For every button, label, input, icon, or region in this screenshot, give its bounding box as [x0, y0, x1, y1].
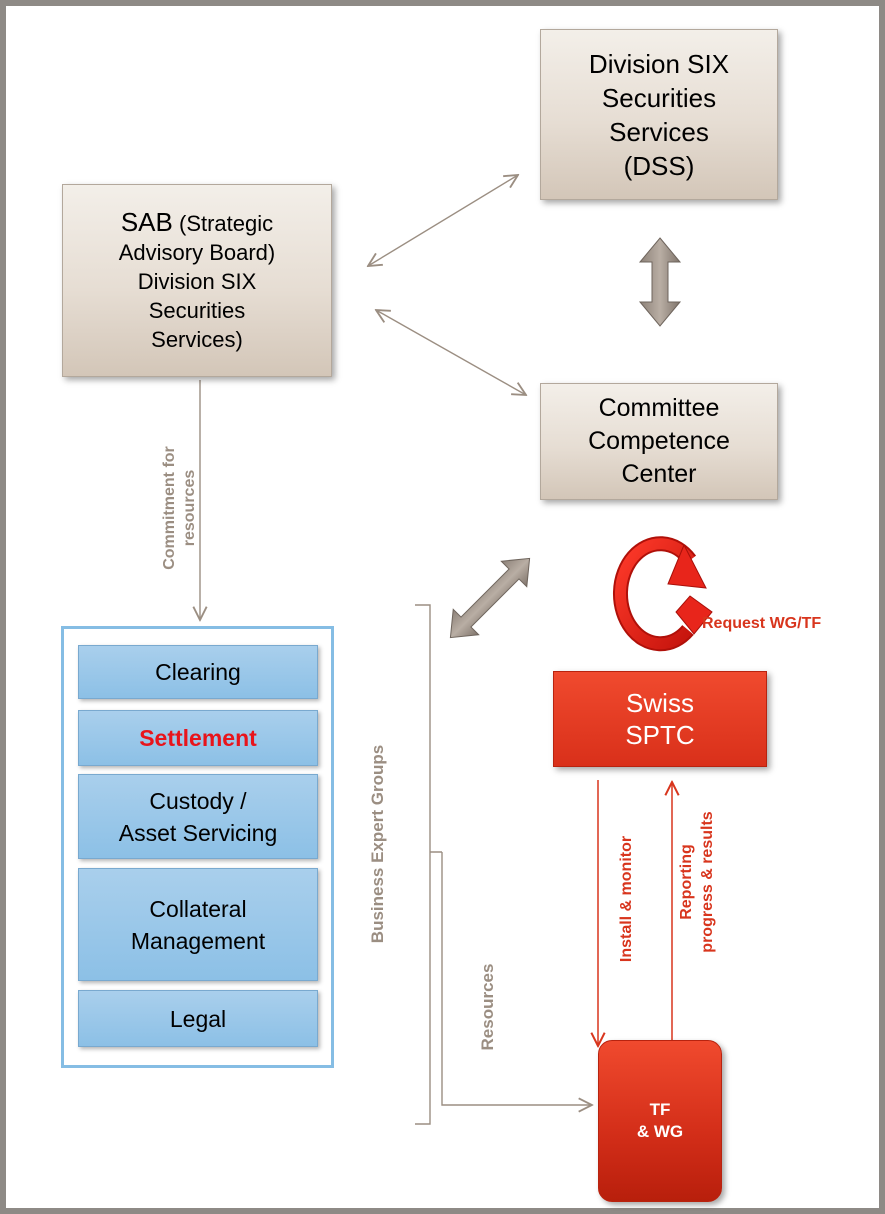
expert-group-label: Collateral Management [130, 895, 266, 954]
arrow-sab-dss [368, 175, 518, 266]
sab-label: SAB (Strategic Advisory Board) Division … [118, 206, 276, 354]
reporting-label: Reporting progress & results [675, 782, 719, 982]
swiss-sptc-label: Swiss SPTC [625, 688, 695, 750]
ccc-label: Committee Competence Center [588, 394, 730, 488]
expert-group-label: Clearing [155, 659, 241, 685]
expert-group-label: Custody / Asset Servicing [118, 787, 278, 846]
request-label: Request WG/TF [702, 615, 821, 633]
cycle-arrows-icon [612, 536, 713, 652]
expert-group-clearing[interactable]: Clearing [78, 645, 318, 699]
resources-label: Resources [476, 957, 500, 1057]
expert-group-collateral[interactable]: Collateral Management [78, 868, 318, 981]
expert-group-label: Legal [169, 1005, 227, 1032]
arrow-resources [441, 852, 592, 1105]
install-monitor-label: Install & monitor [616, 814, 638, 984]
sab-abbr: SAB [120, 206, 173, 237]
sab-description: (Strategic Advisory Board) Division SIX … [118, 210, 276, 352]
commitment-label: Commitment for resources [160, 408, 200, 608]
fat-arrow-dss-ccc [638, 237, 682, 327]
dss-node: Division SIX Securities Services (DSS) [540, 29, 778, 200]
swiss-sptc-node: Swiss SPTC [553, 671, 767, 767]
install-monitor-text: Install & monitor [618, 835, 635, 963]
tf-wg-label: TF & WG [636, 1100, 684, 1141]
expert-group-legal[interactable]: Legal [78, 990, 318, 1047]
arrow-sab-ccc [376, 310, 526, 395]
committee-competence-center-node: Committee Competence Center [540, 383, 778, 500]
sab-node: SAB (Strategic Advisory Board) Division … [62, 184, 332, 377]
business-expert-groups-label: Business Expert Groups [366, 729, 390, 959]
business-expert-groups-text: Business Expert Groups [368, 744, 387, 944]
reporting-text: Reporting progress & results [678, 811, 716, 953]
expert-group-label-highlighted: Settlement [139, 725, 257, 751]
fat-arrow-groups-ccc [449, 557, 531, 639]
bracket-business-expert-groups [415, 604, 442, 1125]
tf-wg-node: TF & WG [598, 1040, 722, 1202]
dss-label: Division SIX Securities Services (DSS) [588, 48, 730, 181]
resources-text: Resources [478, 963, 497, 1051]
expert-group-settlement[interactable]: Settlement [78, 710, 318, 766]
request-text: Request WG/TF [702, 615, 822, 632]
commitment-text: Commitment for resources [161, 446, 198, 570]
expert-group-custody[interactable]: Custody / Asset Servicing [78, 774, 318, 859]
